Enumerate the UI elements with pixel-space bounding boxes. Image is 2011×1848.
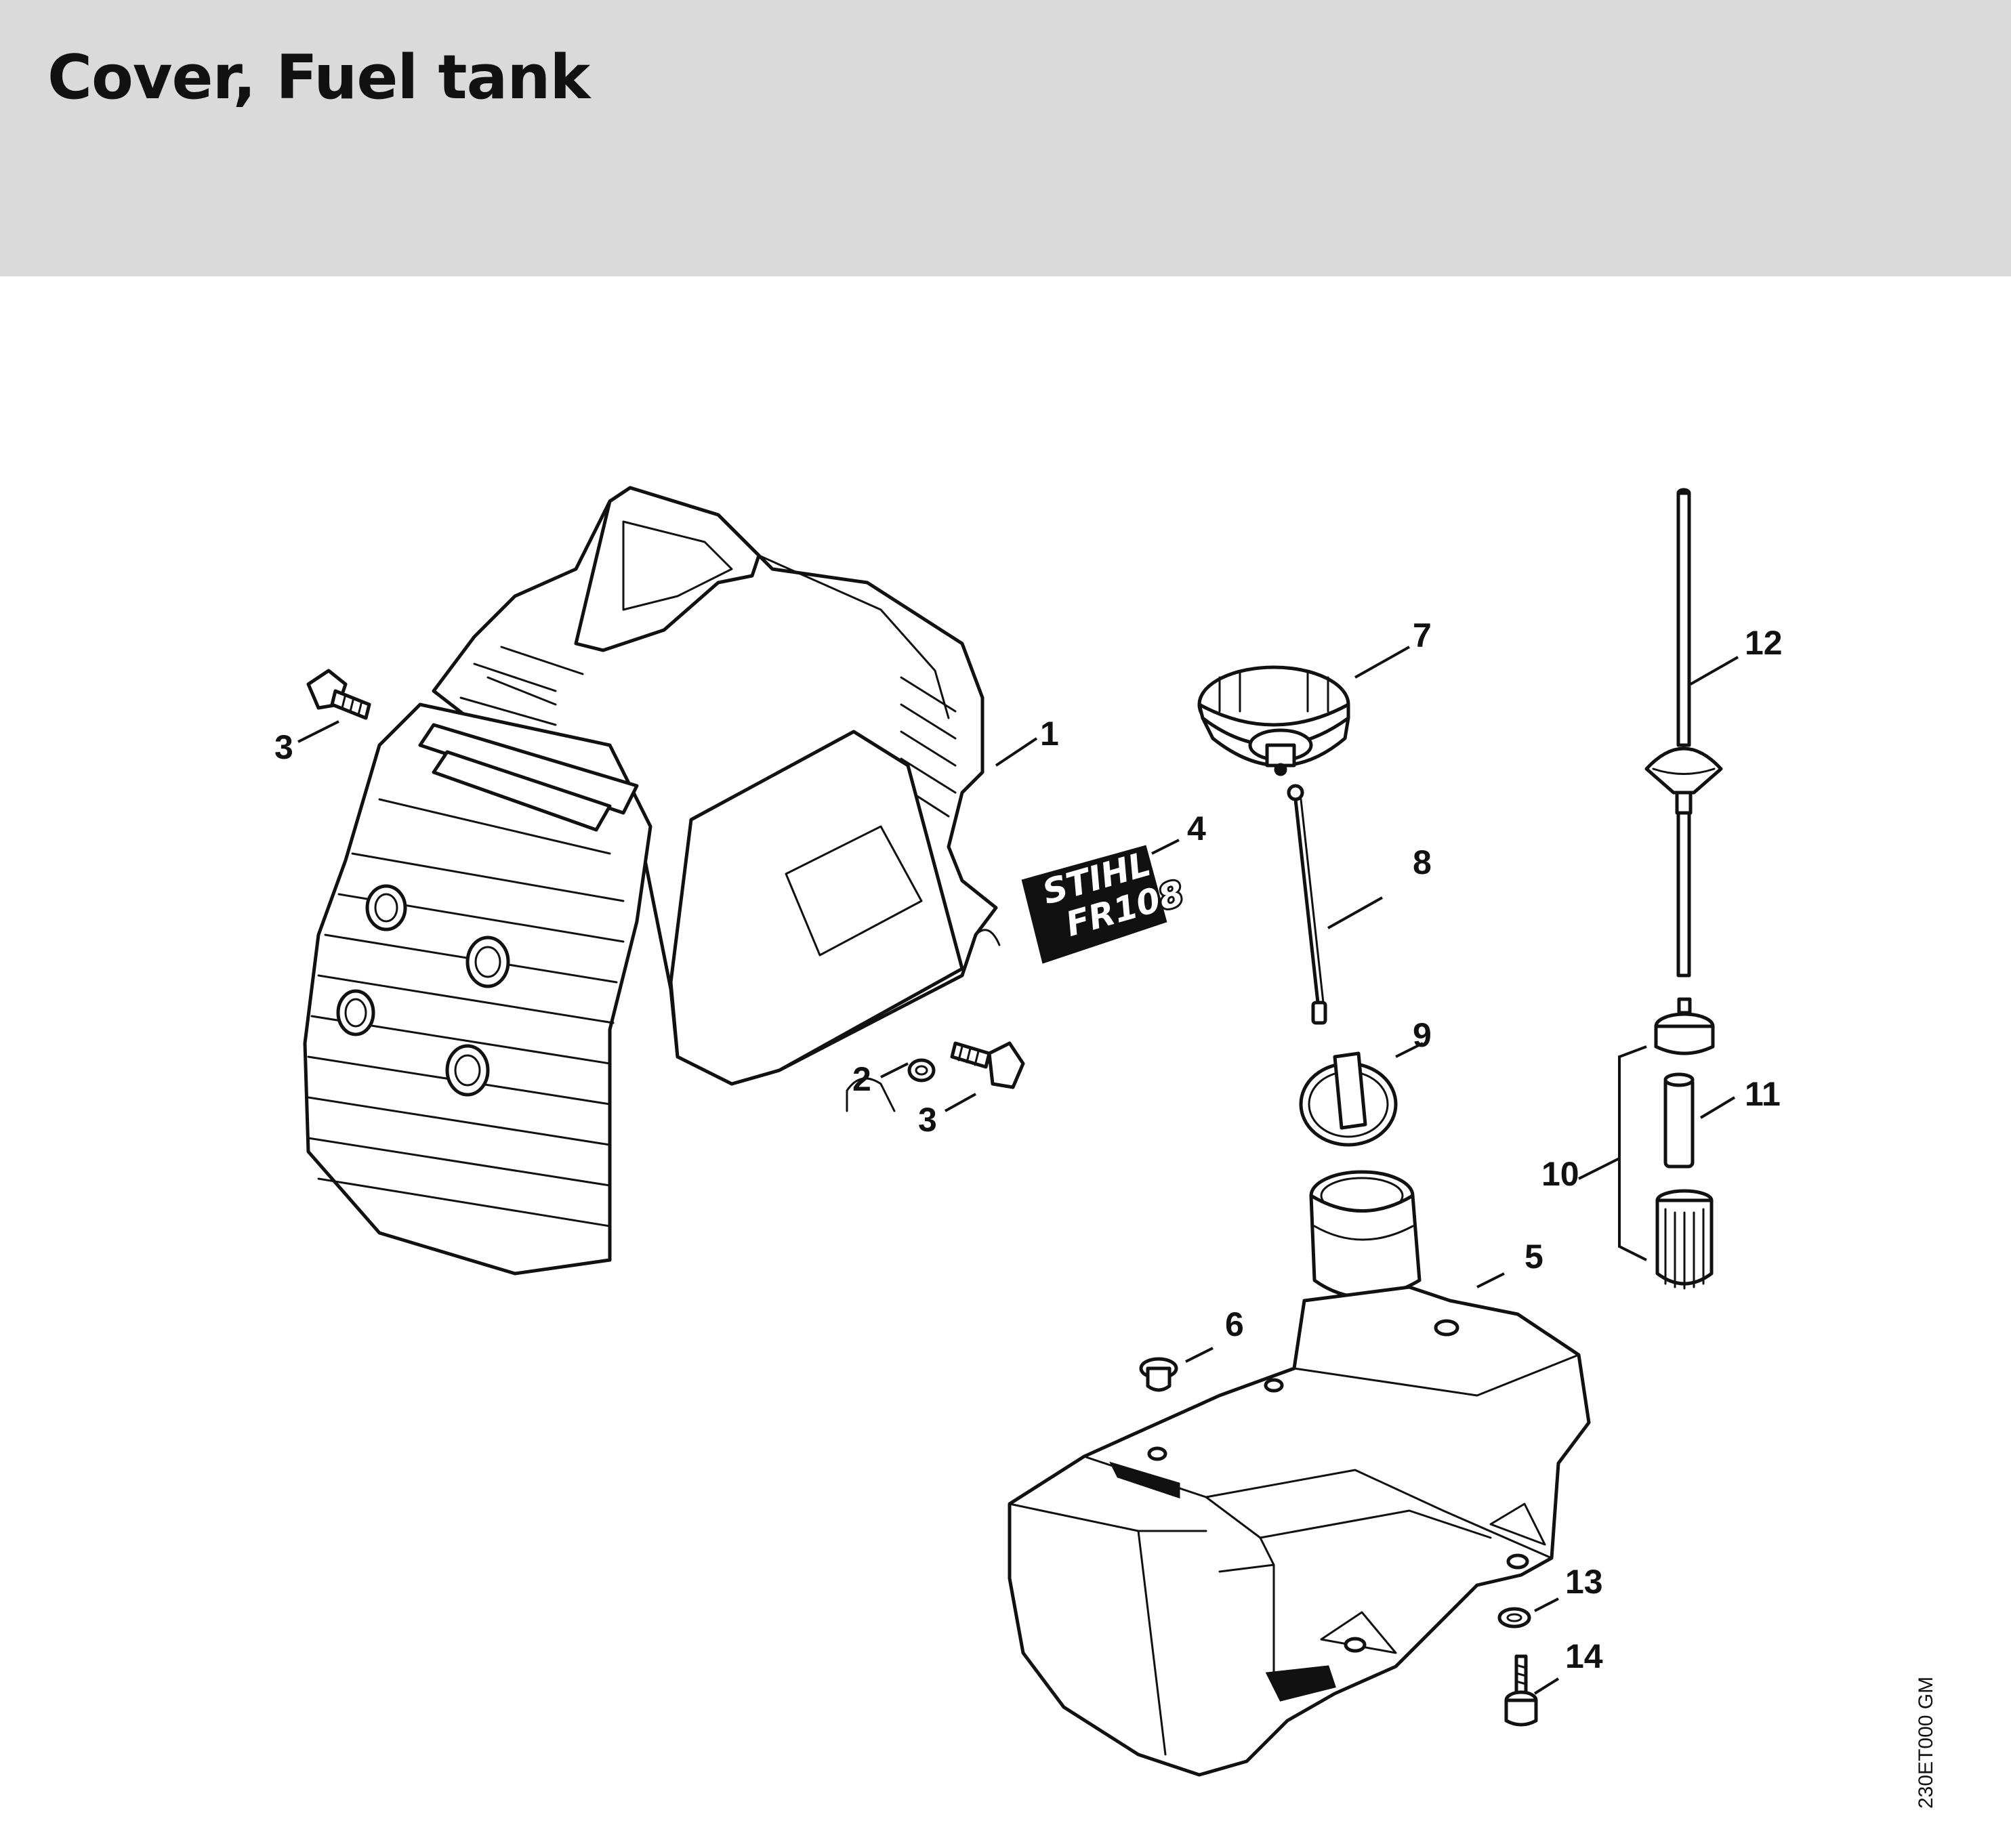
callout-9: 9	[1413, 1016, 1432, 1054]
leader-3b	[945, 1093, 976, 1112]
leader-9	[1395, 1042, 1424, 1058]
leader-6	[1185, 1347, 1214, 1363]
leader-8	[1327, 896, 1383, 929]
cord-part-8	[1287, 784, 1327, 1025]
filler-cap-part-7	[1197, 665, 1350, 776]
callout-6: 6	[1225, 1305, 1244, 1343]
callout-12: 12	[1745, 624, 1783, 662]
sleeve-part-11	[1663, 1072, 1695, 1169]
cover-part	[303, 486, 1001, 1276]
washer-part-13	[1497, 1607, 1531, 1629]
leader-14	[1533, 1677, 1560, 1695]
callout-5: 5	[1525, 1238, 1543, 1276]
reference-code: 230ET000 GM	[1915, 1677, 1937, 1809]
leader-12	[1690, 656, 1739, 686]
leader-11	[1699, 1096, 1736, 1119]
retainer-ring-part-9	[1299, 1051, 1398, 1147]
callout-14: 14	[1565, 1637, 1603, 1675]
callout-13: 13	[1565, 1563, 1603, 1601]
page-title: Cover, Fuel tank	[47, 42, 590, 113]
screw-part-3b	[950, 1041, 1025, 1089]
leader-10	[1578, 1157, 1620, 1180]
callout-7: 7	[1413, 616, 1432, 654]
callout-10-bracket	[1618, 1045, 1647, 1261]
header-band: Cover, Fuel tank	[0, 0, 2011, 276]
callout-3b: 3	[918, 1101, 937, 1139]
screw-part-14	[1504, 1654, 1538, 1727]
leader-5	[1476, 1272, 1505, 1288]
decal-part-4: STIHL FR108	[1021, 842, 1190, 964]
leader-7	[1354, 646, 1410, 679]
callout-11: 11	[1745, 1075, 1781, 1113]
screw-part-3a	[306, 669, 371, 720]
leader-2	[880, 1062, 909, 1078]
callout-1: 1	[1040, 715, 1059, 753]
leader-1	[995, 737, 1038, 767]
pickup-assembly-part-10	[1654, 997, 1715, 1055]
leader-4	[1151, 839, 1180, 855]
filter-part-10b	[1655, 1189, 1714, 1290]
fuel-tank-part-5	[1008, 1170, 1591, 1777]
washer-part-2	[907, 1058, 936, 1083]
callout-2: 2	[852, 1060, 871, 1098]
callout-10: 10	[1541, 1155, 1579, 1193]
callout-8: 8	[1413, 843, 1432, 881]
leader-13	[1534, 1597, 1559, 1612]
grommet-part-6	[1139, 1357, 1178, 1392]
callout-4: 4	[1187, 810, 1206, 847]
callout-3a: 3	[274, 728, 293, 766]
fuel-hose-part-12	[1644, 488, 1723, 978]
leader-3a	[297, 720, 339, 743]
